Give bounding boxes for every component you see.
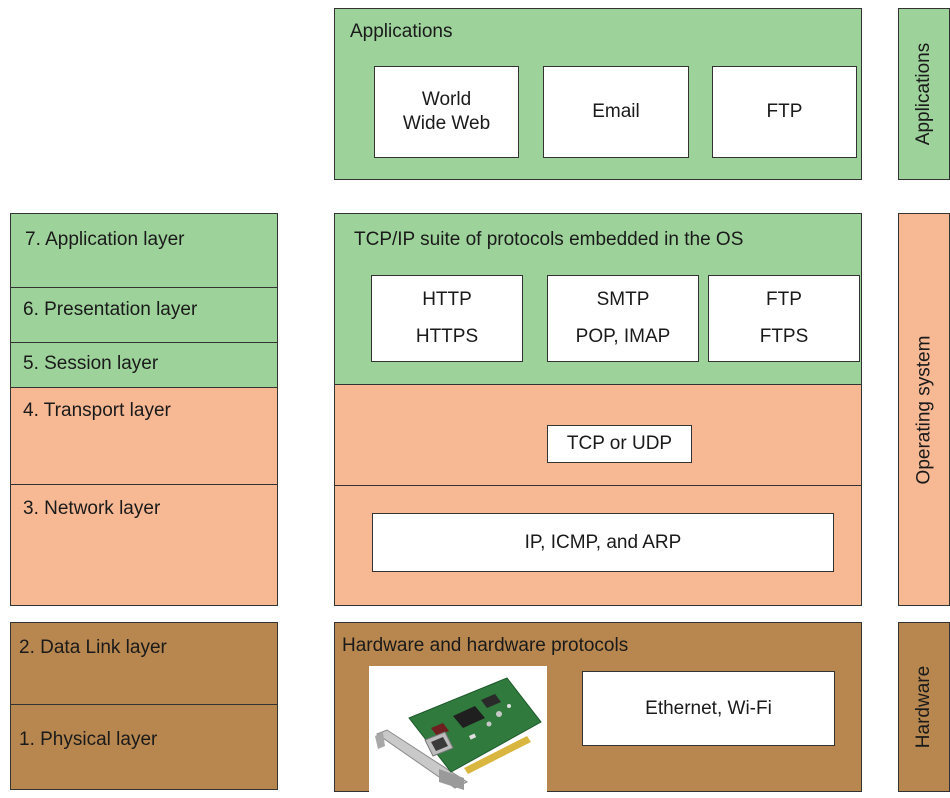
protocol-ftp: FTP bbox=[766, 289, 802, 311]
side-hardware-text: Hardware bbox=[913, 665, 934, 749]
app-ftp: FTP bbox=[712, 66, 857, 158]
protocol-http-https: HTTP HTTPS bbox=[371, 275, 523, 362]
os-title: TCP/IP suite of protocols embedded in th… bbox=[354, 229, 744, 250]
side-label-operating-system: Operating system bbox=[898, 213, 950, 606]
protocol-http: HTTP bbox=[422, 289, 472, 311]
osi-layer-7: 7. Application layer bbox=[25, 229, 185, 250]
protocol-ftp-ftps: FTP FTPS bbox=[708, 275, 860, 362]
hardware-title: Hardware and hardware protocols bbox=[342, 635, 629, 656]
os-transport-panel: TCP or UDP bbox=[334, 384, 862, 486]
side-applications-text: Applications bbox=[913, 42, 935, 146]
protocol-pop-imap: POP, IMAP bbox=[575, 325, 671, 347]
osi-upper-layers: 7. Application layer 6. Presentation lay… bbox=[10, 213, 278, 388]
protocol-https: HTTPS bbox=[415, 325, 479, 347]
protocol-smtp-pop-imap: SMTP POP, IMAP bbox=[547, 275, 699, 362]
protocol-smtp: SMTP bbox=[596, 289, 650, 311]
osi-layer-1: 1. Physical layer bbox=[19, 729, 158, 750]
osi-lower-layers: 2. Data Link layer 1. Physical layer bbox=[10, 622, 278, 790]
app-email: Email bbox=[543, 66, 689, 158]
side-label-hardware: Hardware bbox=[898, 622, 950, 792]
os-network-panel: IP, ICMP, and ARP bbox=[334, 485, 862, 606]
app-www-line2: Wide Web bbox=[402, 113, 491, 134]
network-card-icon bbox=[375, 677, 542, 790]
applications-title: Applications bbox=[350, 21, 453, 42]
protocol-ftps: FTPS bbox=[759, 325, 809, 347]
network-ip-icmp-arp: IP, ICMP, and ARP bbox=[372, 513, 834, 572]
osi-layer-2: 2. Data Link layer bbox=[19, 637, 167, 658]
app-www-line1: World bbox=[421, 89, 472, 110]
osi-middle-layers: 4. Transport layer 3. Network layer bbox=[10, 387, 278, 606]
app-ftp-label: FTP bbox=[766, 101, 803, 122]
os-application-protocols-panel: TCP/IP suite of protocols embedded in th… bbox=[334, 213, 862, 385]
osi-layer-4: 4. Transport layer bbox=[23, 400, 171, 421]
side-label-applications: Applications bbox=[898, 8, 950, 180]
transport-tcp-udp: TCP or UDP bbox=[547, 425, 692, 463]
osi-layer-6: 6. Presentation layer bbox=[23, 299, 198, 320]
side-os-text: Operating system bbox=[913, 335, 934, 484]
applications-panel: Applications World Wide Web Email FTP bbox=[334, 8, 862, 180]
network-card-image bbox=[369, 666, 547, 793]
hardware-panel: Hardware and hardware protocols Ethernet bbox=[334, 622, 862, 793]
app-world-wide-web: World Wide Web bbox=[374, 66, 519, 158]
app-email-label: Email bbox=[592, 101, 640, 122]
osi-layer-5: 5. Session layer bbox=[23, 353, 159, 374]
link-ethernet-wifi: Ethernet, Wi-Fi bbox=[582, 671, 835, 746]
osi-layer-3: 3. Network layer bbox=[23, 498, 161, 519]
